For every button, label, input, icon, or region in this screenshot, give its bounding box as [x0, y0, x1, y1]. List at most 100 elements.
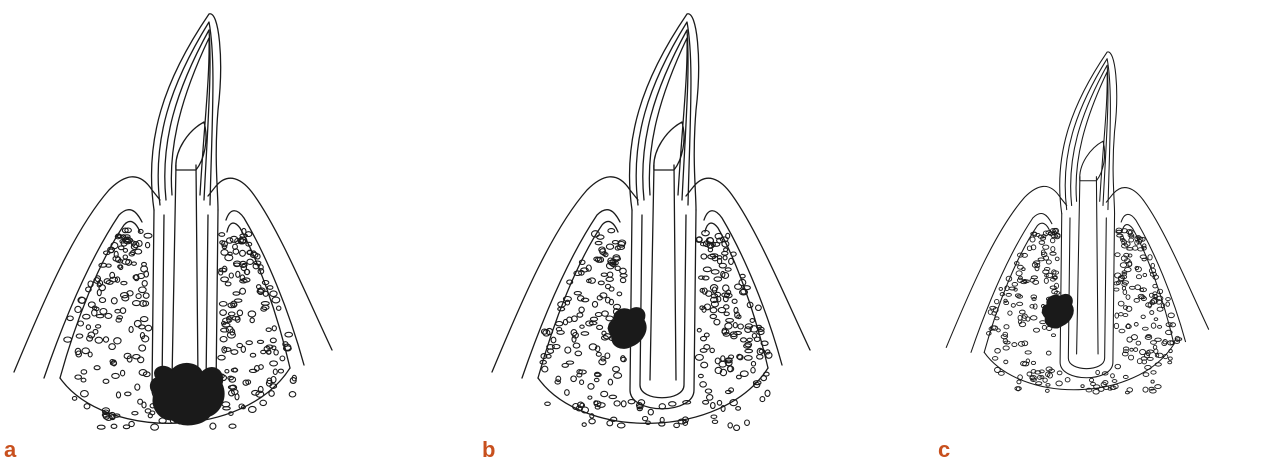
bone-cell: [613, 367, 620, 372]
bone-cell: [711, 270, 719, 274]
bone-cell: [1134, 322, 1138, 326]
bone-cell: [248, 311, 256, 317]
bone-cell: [103, 337, 108, 342]
bone-cell: [756, 305, 762, 310]
bone-cell: [145, 409, 151, 413]
bone-cell: [1065, 378, 1070, 382]
bone-cell: [1149, 387, 1154, 390]
trabecular-bone: [540, 229, 772, 431]
tooth-illustration-c: [938, 0, 1266, 463]
bone-cell: [1089, 378, 1093, 382]
bone-cell: [1168, 313, 1174, 318]
bone-cell: [757, 330, 764, 335]
bone-cell: [733, 323, 737, 328]
bone-cell: [221, 277, 229, 282]
bone-cell: [1019, 322, 1025, 327]
bone-cell: [270, 291, 277, 297]
bone-cell: [1166, 302, 1170, 306]
bone-cell: [1141, 315, 1145, 318]
bone-cell: [594, 378, 599, 381]
bone-cell: [228, 312, 235, 316]
bone-cell: [719, 263, 726, 268]
bone-cell: [1050, 238, 1054, 242]
bone-cell: [260, 400, 267, 405]
bone-cell: [1012, 282, 1017, 286]
bone-cell: [595, 313, 601, 317]
bone-cell: [1134, 298, 1139, 302]
bone-cell: [1030, 316, 1037, 320]
bone-cell: [135, 384, 140, 390]
bone-cell: [261, 302, 269, 306]
bone-cell: [141, 317, 148, 322]
bone-cell: [552, 345, 560, 349]
bone-cell: [121, 370, 125, 376]
panel-label-c: c: [938, 439, 950, 461]
bone-cell: [82, 348, 89, 354]
bone-cell: [711, 415, 717, 418]
bone-cell: [142, 281, 147, 287]
bone-cell: [230, 236, 238, 242]
bone-cell: [237, 343, 243, 347]
bone-cell: [270, 361, 278, 366]
gingiva-right-outline: [208, 178, 332, 350]
bone-cell: [751, 361, 755, 366]
bone-cell: [602, 311, 609, 316]
bone-cell: [710, 348, 714, 352]
bone-cell: [151, 424, 159, 430]
bone-cell: [121, 281, 127, 284]
bone-cell: [580, 380, 584, 385]
bone-cell: [1151, 323, 1156, 328]
bone-cell: [1081, 385, 1084, 388]
bone-cell: [1018, 265, 1024, 269]
bone-cell: [1033, 328, 1039, 332]
bone-cell: [229, 273, 233, 278]
bone-cell: [571, 376, 577, 382]
bone-cell: [289, 392, 296, 397]
bone-cell: [1151, 380, 1154, 383]
bone-cell: [608, 229, 615, 233]
bone-cell: [1008, 311, 1012, 315]
bone-cell: [723, 256, 727, 260]
bone-cell: [674, 423, 680, 427]
bone-cell: [267, 351, 271, 354]
bone-cell: [132, 412, 138, 415]
bone-cell: [231, 350, 238, 355]
bone-cell: [1134, 348, 1138, 352]
bone-cell: [134, 320, 141, 326]
bone-cell: [565, 347, 571, 353]
bone-cell: [1112, 380, 1117, 383]
bone-cell: [1096, 370, 1100, 374]
bone-cell: [726, 319, 734, 323]
bone-cell: [575, 351, 582, 356]
bone-cell: [88, 302, 95, 308]
bone-cell: [272, 326, 276, 331]
bone-cell: [565, 390, 570, 396]
bone-cell: [1111, 374, 1115, 378]
root-canal: [172, 165, 198, 380]
bone-cell: [72, 397, 76, 401]
bone-cell: [695, 355, 703, 361]
bone-cell: [111, 298, 117, 304]
bone-cell: [582, 423, 586, 427]
crown-enamel-3: [649, 38, 687, 195]
bone-cell: [120, 308, 125, 314]
bone-cell: [266, 328, 271, 332]
bone-cell: [129, 327, 133, 333]
bone-cell: [700, 382, 707, 387]
bone-cell: [608, 379, 612, 385]
bone-cell: [285, 332, 293, 337]
bone-cell: [272, 297, 280, 303]
bone-cell: [81, 378, 86, 382]
bone-cell: [115, 309, 120, 313]
bone-cell: [1145, 365, 1152, 369]
bone-cell: [606, 244, 613, 249]
crown-enamel-3: [171, 38, 209, 195]
bone-cell: [707, 395, 713, 401]
bone-cell: [998, 372, 1004, 376]
bone-cell: [240, 288, 246, 294]
bone-cell: [67, 316, 73, 321]
bone-cell: [1118, 301, 1124, 306]
bone-cell: [741, 338, 747, 342]
bone-cell: [1017, 302, 1023, 305]
bone-cell: [81, 370, 87, 374]
